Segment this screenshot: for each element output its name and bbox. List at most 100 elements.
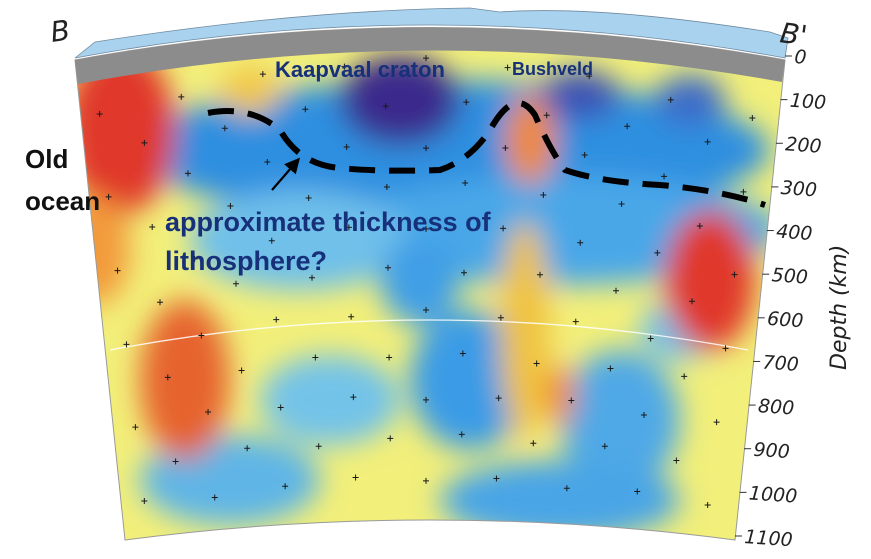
node-marker <box>618 201 625 208</box>
node-marker <box>273 316 280 323</box>
node-marker <box>500 225 507 232</box>
node-marker <box>191 255 198 262</box>
node-marker <box>423 55 429 62</box>
node-marker <box>654 249 661 256</box>
node-marker <box>268 237 275 244</box>
node-marker <box>383 183 390 190</box>
node-marker <box>634 488 641 495</box>
node-marker <box>345 224 352 231</box>
node-marker <box>601 443 608 450</box>
node-marker <box>533 360 540 367</box>
node-marker <box>722 345 729 352</box>
node-marker <box>647 335 654 342</box>
node-marker <box>493 475 500 482</box>
node-marker <box>341 63 348 70</box>
node-marker <box>497 314 504 321</box>
old-ocean-label-2: ocean <box>25 186 100 216</box>
node-marker <box>530 440 537 447</box>
node-marker <box>689 298 695 305</box>
node-marker <box>132 424 139 431</box>
node-marker <box>673 457 680 464</box>
node-marker <box>423 396 429 403</box>
node-marker <box>105 193 112 200</box>
depth-tick-label: 700 <box>762 351 800 375</box>
node-marker <box>382 103 389 110</box>
node-marker <box>141 497 148 504</box>
node-marker <box>581 151 588 158</box>
node-marker <box>731 271 738 278</box>
node-marker <box>502 144 509 151</box>
node-marker <box>385 264 391 271</box>
depth-tick-label: 0 <box>794 46 808 69</box>
node-marker <box>423 477 429 484</box>
node-marker <box>282 483 289 490</box>
depth-tick-label: 100 <box>789 90 827 114</box>
node-marker <box>244 445 251 452</box>
node-marker <box>198 332 205 339</box>
node-marker <box>96 111 103 118</box>
node-marker <box>387 435 394 442</box>
node-marker <box>540 192 547 199</box>
thickness-label-1: approximate thickness of <box>165 207 492 237</box>
node-marker <box>681 373 688 380</box>
depth-tick-label: 300 <box>780 177 818 201</box>
node-marker <box>423 226 429 233</box>
node-marker <box>172 458 179 465</box>
node-marker <box>667 96 674 103</box>
node-marker <box>461 269 467 276</box>
node-marker <box>315 443 322 450</box>
depth-tick-label: 1100 <box>744 526 794 551</box>
node-marker <box>123 341 130 348</box>
node-marker <box>704 501 711 508</box>
depth-axis-title: Depth (km) <box>827 245 852 370</box>
node-marker <box>114 267 121 274</box>
node-marker <box>713 419 720 426</box>
node-marker <box>423 145 429 152</box>
old-ocean-label-1: Old <box>25 144 68 174</box>
depth-tick-label: 900 <box>753 439 791 463</box>
depth-tick-label: 500 <box>771 264 809 288</box>
kaapvaal-craton-label: Kaapvaal craton <box>275 57 445 82</box>
depth-tick-label: 600 <box>766 308 804 332</box>
node-marker <box>386 354 393 361</box>
node-marker <box>211 494 218 501</box>
surface-topography <box>74 7 789 59</box>
node-marker <box>661 173 668 180</box>
node-marker <box>205 408 212 415</box>
depth-tick-label: 200 <box>785 133 823 157</box>
thickness-arrow <box>271 157 301 191</box>
node-marker <box>607 365 614 372</box>
node-marker <box>352 474 359 481</box>
node-marker <box>221 125 228 132</box>
node-marker <box>264 158 271 165</box>
node-marker <box>577 239 584 246</box>
node-marker <box>696 223 703 230</box>
node-marker <box>495 395 502 402</box>
node-marker <box>624 123 631 130</box>
crust-band <box>75 27 785 84</box>
node-marker <box>141 139 148 146</box>
node-marker <box>348 313 355 320</box>
node-marker <box>537 271 543 278</box>
node-marker <box>233 280 239 287</box>
section-label-left: B <box>48 14 72 49</box>
depth-tick-label: 800 <box>757 395 795 419</box>
node-marker <box>463 99 470 106</box>
node-marker <box>640 411 647 418</box>
node-marker <box>164 374 171 381</box>
lithosphere-base-line <box>207 100 766 208</box>
node-marker <box>309 274 315 281</box>
depth-tick-label: 400 <box>775 221 813 245</box>
bushveld-label: Bushveld <box>512 59 593 79</box>
node-marker <box>157 299 163 306</box>
node-marker <box>423 306 429 313</box>
velocity-anomaly-field <box>75 40 785 540</box>
node-marker <box>459 350 466 357</box>
node-marker <box>277 404 284 411</box>
node-marker <box>704 138 711 145</box>
node-marker <box>178 93 185 100</box>
node-markers <box>96 55 756 508</box>
node-marker <box>572 318 579 325</box>
